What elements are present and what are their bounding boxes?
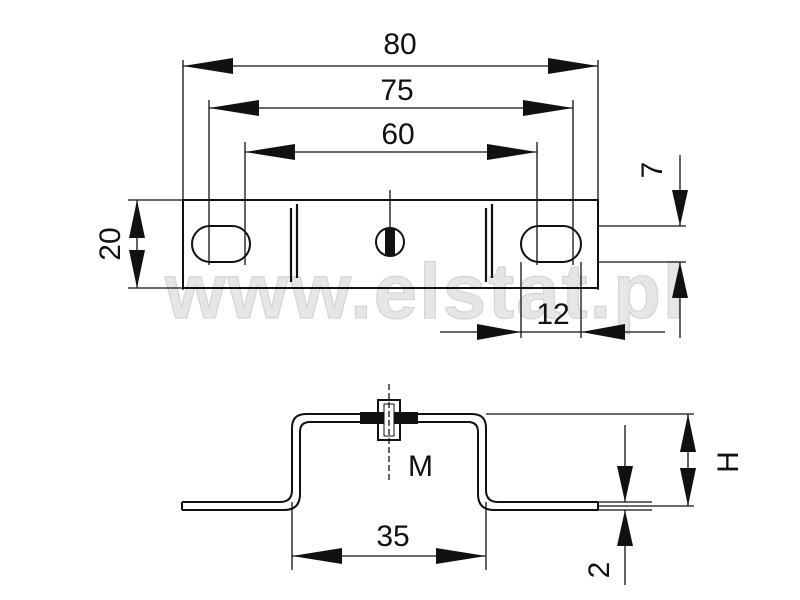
arrow-2-top xyxy=(617,466,633,502)
arrow-12-left xyxy=(477,324,521,340)
dim-label-12: 12 xyxy=(536,298,569,331)
dim-label-60: 60 xyxy=(381,118,414,151)
arrow-20-bottom xyxy=(129,250,145,288)
top-view: 80 75 60 20 7 12 xyxy=(94,28,688,340)
arrow-60-right xyxy=(487,144,537,160)
dim-label-80: 80 xyxy=(383,28,416,61)
arrow-35-left xyxy=(292,548,342,564)
arrow-h-top xyxy=(680,414,696,452)
dim-label-35: 35 xyxy=(376,520,409,553)
arrow-12-right xyxy=(581,324,625,340)
watermark-text: www.elstat.pl xyxy=(164,247,687,335)
arrow-7-top xyxy=(672,190,688,226)
right-slot xyxy=(520,225,582,263)
dim-label-2: 2 xyxy=(583,562,616,579)
arrow-80-right xyxy=(548,58,598,74)
dim-label-7: 7 xyxy=(636,162,669,179)
arrow-35-right xyxy=(436,548,486,564)
arrow-h-bottom xyxy=(680,468,696,506)
arrow-7-bottom xyxy=(672,262,688,298)
arrow-75-right xyxy=(523,100,573,116)
thread-label-m: M xyxy=(408,450,433,483)
arrow-20-top xyxy=(129,200,145,238)
left-slot xyxy=(191,225,251,263)
center-hole-fill xyxy=(385,229,395,255)
dim-label-20: 20 xyxy=(94,227,127,260)
arrow-60-left xyxy=(245,144,295,160)
side-view: M 35 H 2 xyxy=(181,384,745,585)
dim-label-75: 75 xyxy=(380,74,413,107)
dim-label-h: H xyxy=(712,451,745,473)
arrow-2-bottom xyxy=(617,510,633,546)
arrow-75-left xyxy=(209,100,259,116)
arrow-80-left xyxy=(183,58,233,74)
